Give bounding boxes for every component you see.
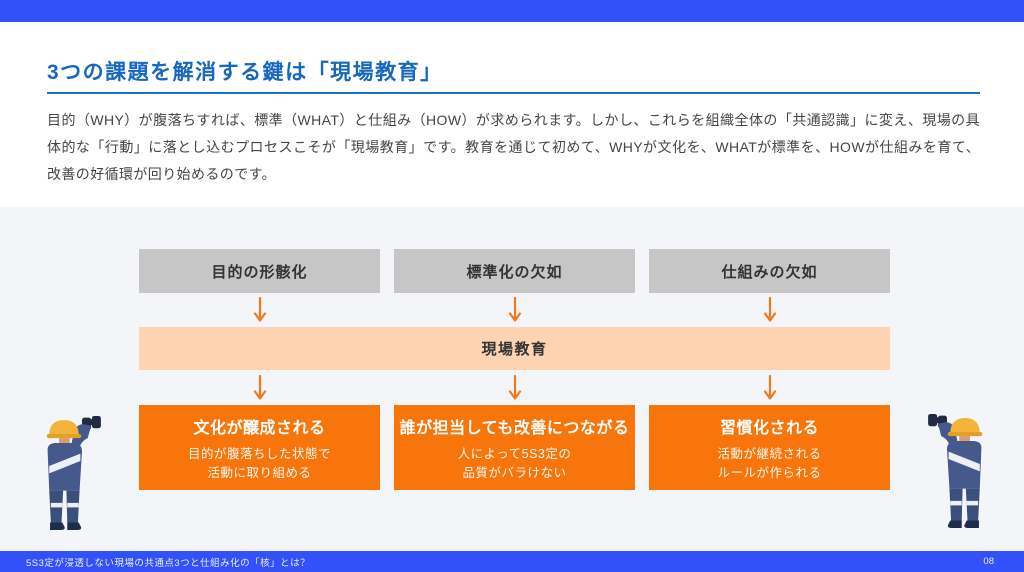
footer-bar: 5S3定が浸透しない現場の共通点3つと仕組み化の「核」とは？ 08 (0, 551, 1024, 572)
arrow-row-top (139, 293, 890, 327)
down-arrow-icon (139, 370, 380, 405)
outcome-desc-line: 活動が継続される (717, 447, 822, 461)
down-arrow-icon (394, 370, 635, 405)
body-paragraph: 目的（WHY）が腹落ちすれば、標準（WHAT）と仕組み（HOW）が求められます。… (47, 112, 980, 182)
outcome-title: 誰が担当しても改善につながる (399, 420, 630, 437)
worker-with-binoculars-illustration (928, 413, 983, 528)
footer-title: 5S3定が浸透しない現場の共通点3つと仕組み化の「核」とは？ (26, 557, 311, 569)
page-number: 08 (983, 556, 994, 567)
outcome-title: 文化が醸成される (193, 420, 326, 437)
worker-with-binoculars-illustration (46, 415, 101, 530)
arrow-row-bottom (139, 370, 890, 405)
outcome-desc-line: ルールが作られる (717, 466, 822, 480)
flow-diagram-section: 目的の形骸化 標準化の欠如 仕組みの欠如 現場教育 (0, 207, 1024, 551)
problem-box-2: 標準化の欠如 (394, 249, 635, 293)
down-arrow-icon (139, 293, 380, 327)
problem-box-1: 目的の形骸化 (139, 249, 380, 293)
down-arrow-icon (649, 293, 890, 327)
header-section: 3つの課題を解消する鍵は「現場教育」 目的（WHY）が腹落ちすれば、標準（WHA… (0, 22, 1024, 207)
problem-row: 目的の形骸化 標準化の欠如 仕組みの欠如 (139, 249, 890, 293)
title-underline (47, 92, 980, 94)
outcome-description: 人によって5S3定の 品質がバラけない (458, 445, 572, 483)
outcome-description: 活動が継続される ルールが作られる (717, 445, 821, 483)
outcome-desc-line: 目的が腹落ちした状態で (187, 447, 331, 461)
outcome-box-3: 習慣化される 活動が継続される ルールが作られる (649, 405, 890, 490)
outcome-desc-line: 品質がバラけない (462, 466, 567, 480)
outcome-title: 習慣化される (719, 420, 819, 437)
outcome-box-1: 文化が醸成される 目的が腹落ちした状態で 活動に取り組める (139, 405, 380, 490)
flow-diagram: 目的の形骸化 標準化の欠如 仕組みの欠如 現場教育 (139, 249, 890, 490)
outcome-row: 文化が醸成される 目的が腹落ちした状態で 活動に取り組める 誰が担当しても改善に… (139, 405, 890, 490)
page-title: 3つの課題を解消する鍵は「現場教育」 (47, 61, 443, 84)
outcome-desc-line: 活動に取り組める (207, 466, 312, 480)
solution-box: 現場教育 (139, 327, 890, 370)
outcome-description: 目的が腹落ちした状態で 活動に取り組める (188, 445, 331, 483)
outcome-desc-line: 人によって5S3定の (457, 447, 572, 461)
down-arrow-icon (649, 370, 890, 405)
down-arrow-icon (394, 293, 635, 327)
top-accent-bar (0, 0, 1024, 22)
outcome-box-2: 誰が担当しても改善につながる 人によって5S3定の 品質がバラけない (394, 405, 635, 490)
problem-box-3: 仕組みの欠如 (649, 249, 890, 293)
